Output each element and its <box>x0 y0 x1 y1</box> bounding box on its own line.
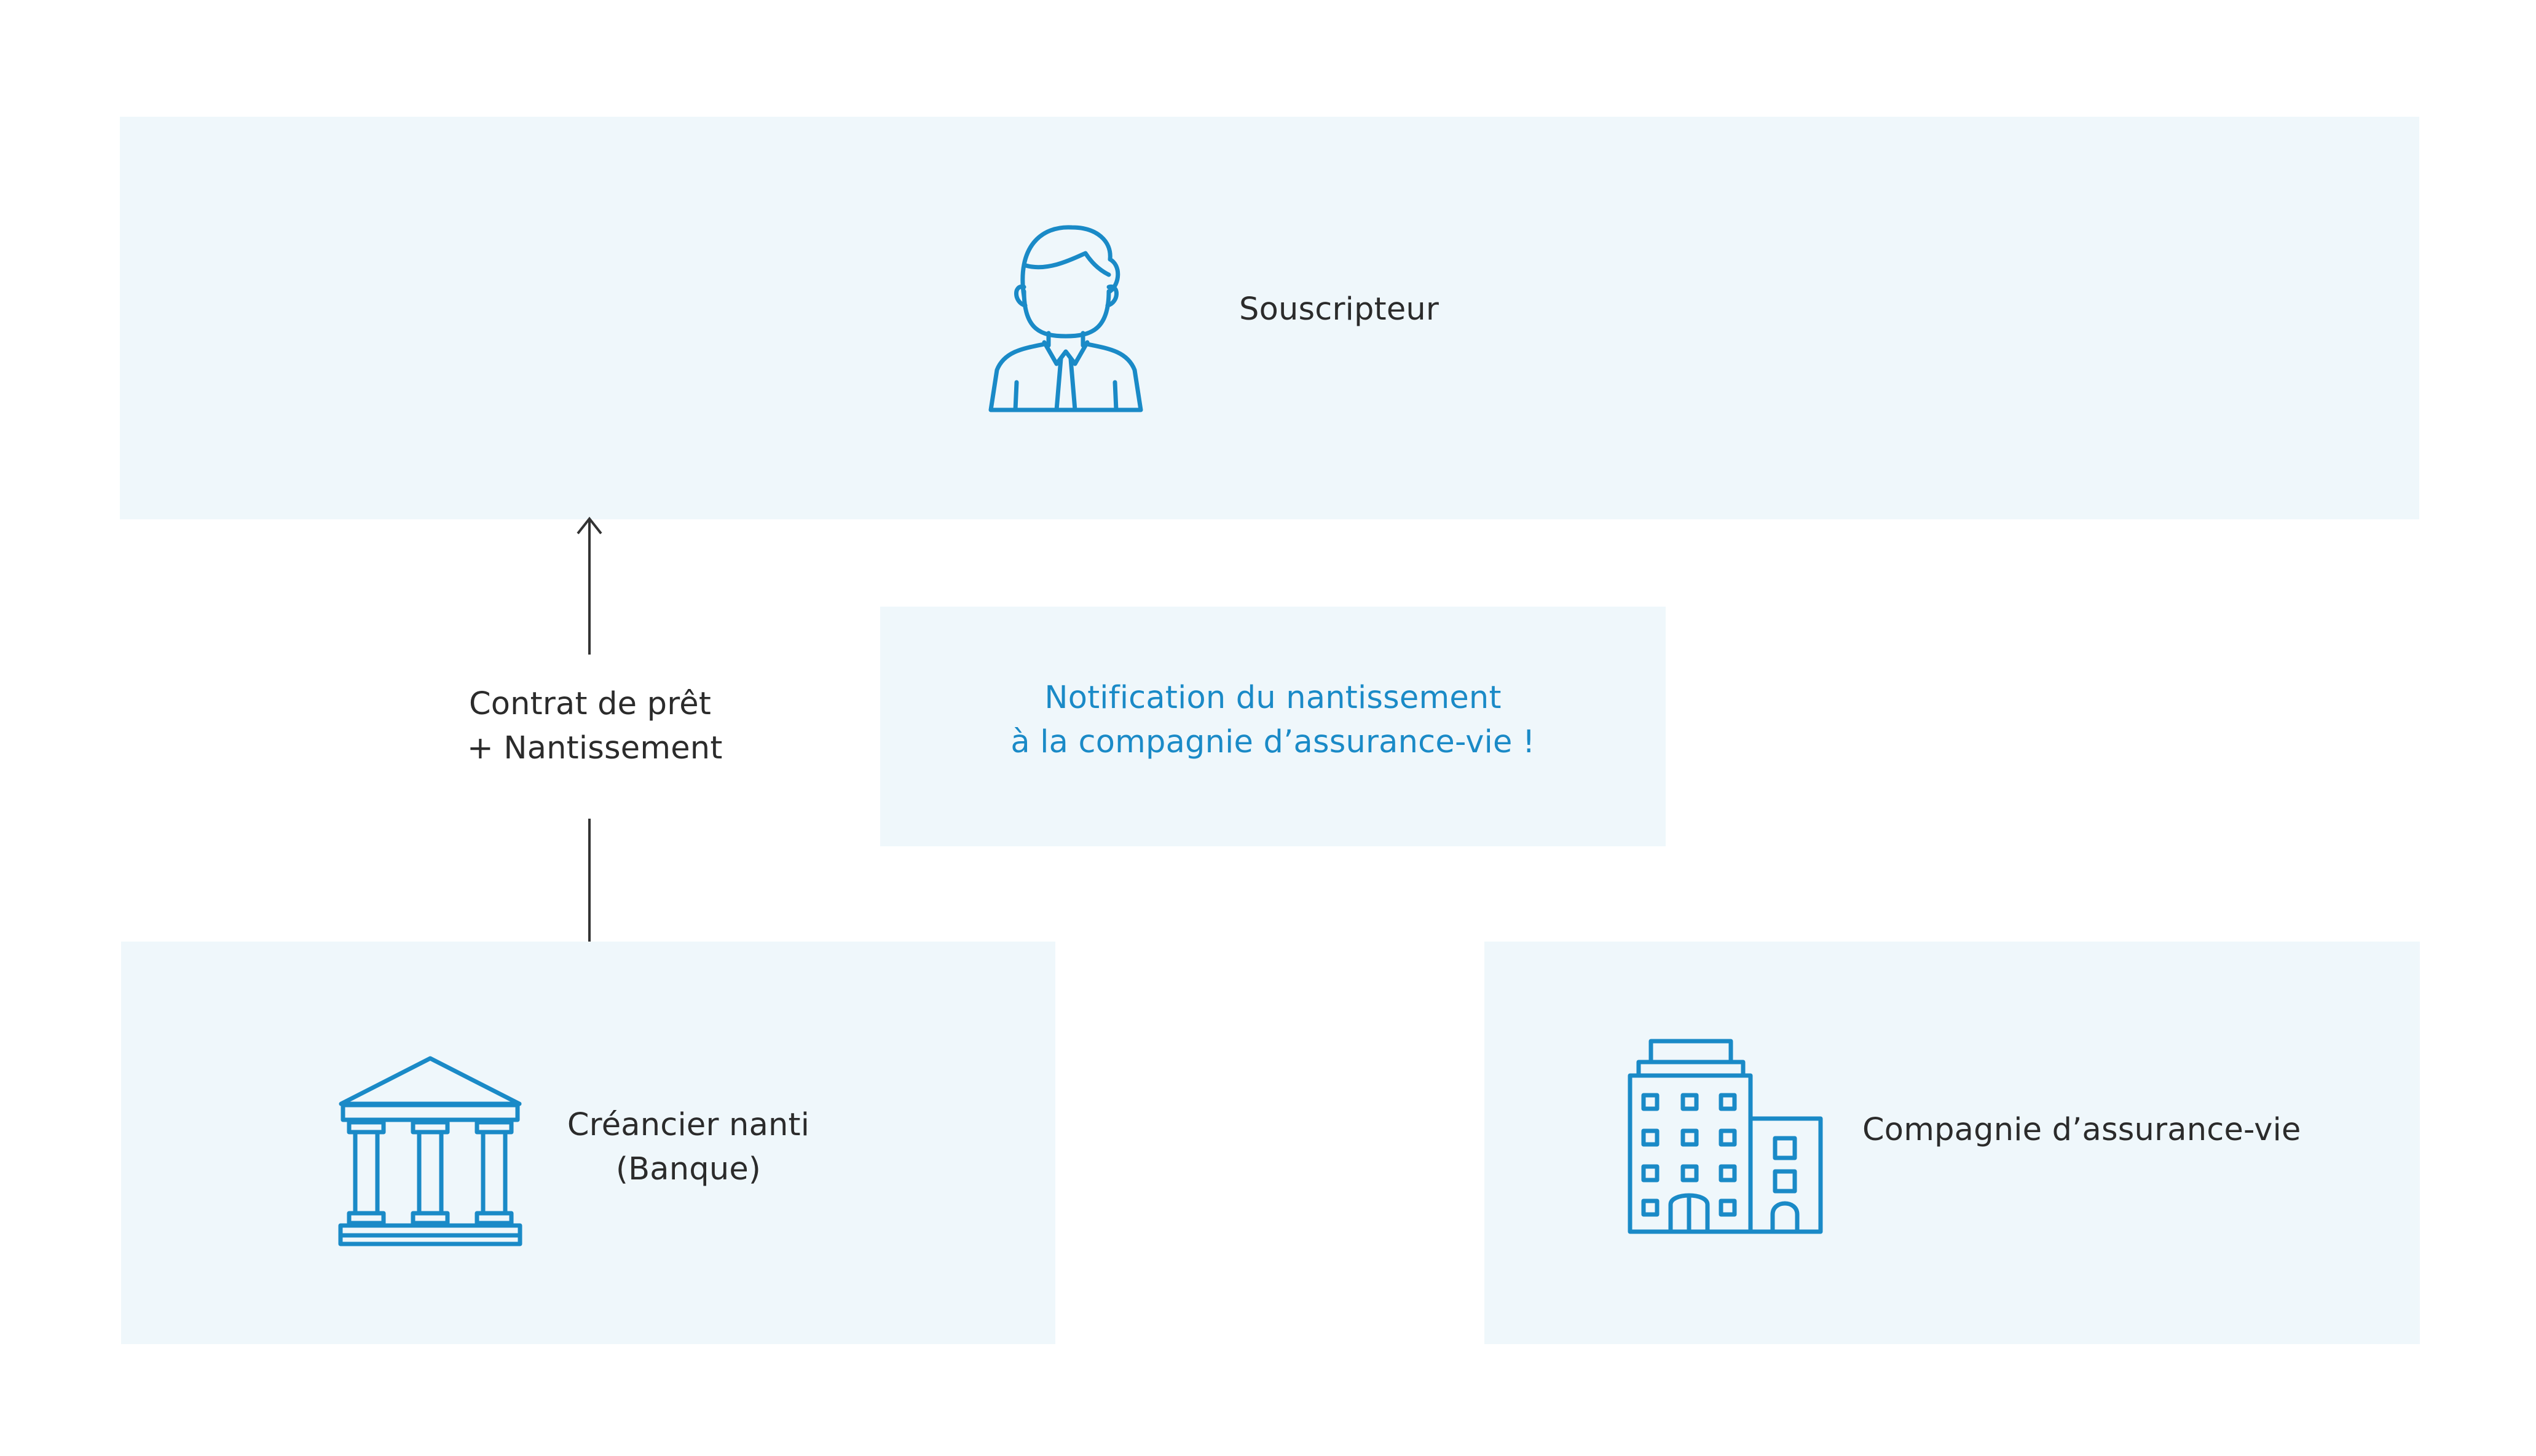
creancier-label-line-2: (Banque) <box>615 1151 762 1187</box>
bank-icon <box>338 1056 522 1246</box>
compagnie-box <box>1484 942 2420 1344</box>
souscripteur-label: Souscripteur <box>1239 291 1439 328</box>
notification-box <box>880 607 1666 846</box>
creancier-box <box>121 942 1055 1344</box>
creancier-label: Créancier nanti (Banque) <box>565 1103 811 1192</box>
compagnie-label: Compagnie d’assurance-vie <box>1862 1112 2301 1148</box>
arrow-up <box>577 516 602 943</box>
edge-label-line-2: + Nantissement <box>467 730 723 766</box>
souscripteur-box <box>120 117 2419 519</box>
office-building-icon <box>1628 1039 1823 1234</box>
notification-line-2: à la compagnie d’assurance-vie ! <box>1010 724 1535 760</box>
edge-label: Contrat de prêt + Nantissement <box>467 682 723 771</box>
person-icon <box>988 225 1143 412</box>
edge-label-line-1: Contrat de prêt <box>468 686 712 722</box>
creancier-label-line-1: Créancier nanti <box>567 1107 810 1143</box>
notification-text: Notification du nantissement à la compag… <box>880 676 1666 765</box>
notification-line-1: Notification du nantissement <box>1044 680 1502 716</box>
